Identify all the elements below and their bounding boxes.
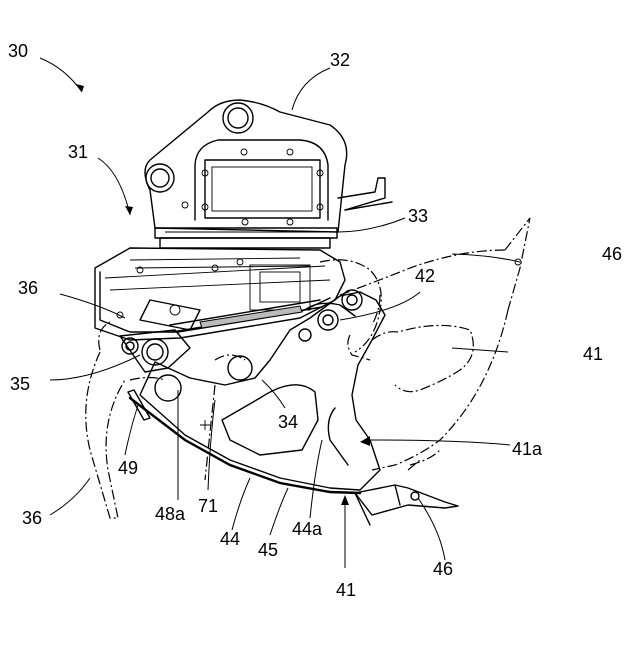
centerline-71 [200, 385, 215, 480]
label-41a: 41a [512, 439, 543, 459]
label-41-bottom: 41 [336, 580, 356, 600]
label-33: 33 [408, 206, 428, 226]
arm-44 [130, 292, 385, 493]
label-31: 31 [68, 142, 88, 162]
label-48a: 48a [155, 504, 186, 524]
label-46-bottom: 46 [433, 559, 453, 579]
jaw-41-solid [355, 485, 458, 525]
main-frame [95, 248, 381, 352]
label-46-top: 46 [602, 244, 622, 264]
label-44: 44 [220, 529, 240, 549]
pin-35 [120, 330, 252, 401]
label-32: 32 [330, 50, 350, 70]
mounting-bracket-32 [145, 100, 392, 232]
phantom-arm-36 [86, 322, 245, 518]
jaw-41-phantom [340, 218, 530, 470]
label-36-top: 36 [18, 278, 38, 298]
label-41-top: 41 [583, 344, 603, 364]
label-71: 71 [198, 496, 218, 516]
label-35: 35 [10, 374, 30, 394]
pin-42 [305, 290, 362, 330]
label-30: 30 [8, 41, 28, 61]
label-34: 34 [278, 412, 298, 432]
label-44a: 44a [292, 519, 323, 539]
label-45: 45 [258, 540, 278, 560]
label-36-bottom: 36 [22, 508, 42, 528]
label-49: 49 [118, 458, 138, 478]
label-42: 42 [415, 266, 435, 286]
